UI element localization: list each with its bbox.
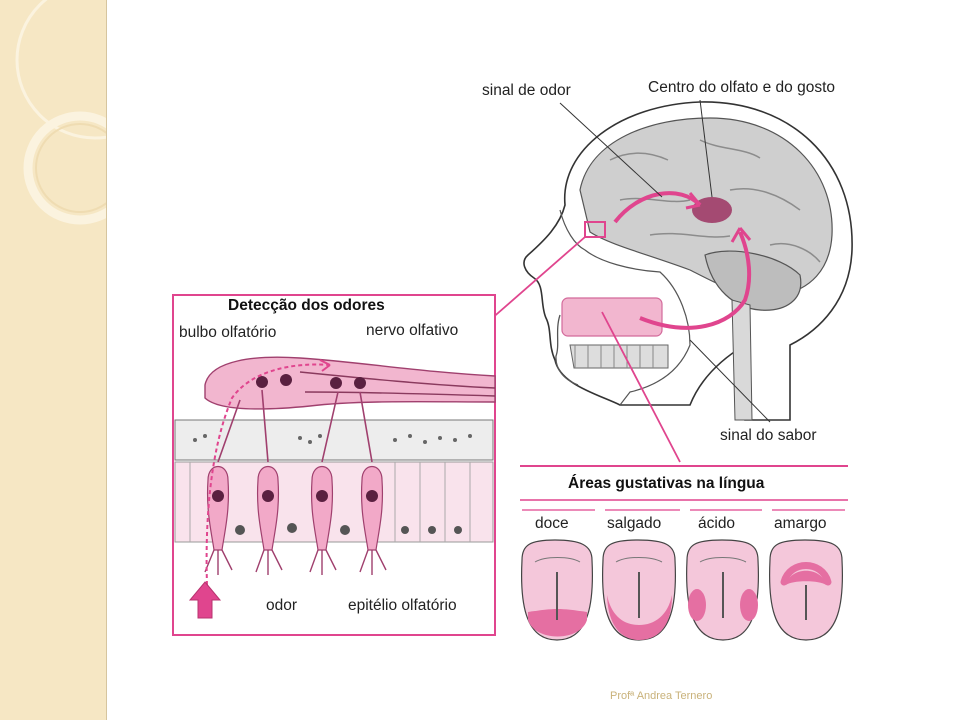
tongue-label-sweet: doce <box>535 515 569 532</box>
decorative-circles <box>15 0 106 225</box>
label-smell-taste-center: Centro do olfato e do gosto <box>648 79 835 96</box>
connector-lines <box>489 236 681 463</box>
tongue-bitter <box>769 539 843 641</box>
head-illustration <box>523 101 853 421</box>
tongue-label-bitter: amargo <box>774 515 827 532</box>
tongue-label-sour: ácido <box>698 515 736 532</box>
tongue-sweet <box>521 539 593 641</box>
tongue-label-salty: salgado <box>607 515 662 532</box>
odor-detection-panel <box>172 294 496 636</box>
label-taste-signal: sinal do sabor <box>720 427 817 444</box>
label-olfactory-epithelium: epitélio olfatório <box>348 597 457 614</box>
label-olfactory-nerve: nervo olfativo <box>366 322 459 339</box>
label-olfactory-bulb: bulbo olfatório <box>179 324 277 341</box>
odor-detection-title: Detecção dos odores <box>228 297 385 314</box>
taste-areas-panel <box>520 465 848 641</box>
tongue-salty <box>602 539 676 641</box>
taste-areas-title: Áreas gustativas na língua <box>568 475 765 492</box>
label-odor-signal: sinal de odor <box>482 82 571 99</box>
tongue-sour <box>686 539 759 641</box>
sidebar-divider <box>106 0 107 720</box>
label-odor: odor <box>266 597 298 614</box>
author-footer: Profª Andrea Ternero <box>610 690 713 702</box>
